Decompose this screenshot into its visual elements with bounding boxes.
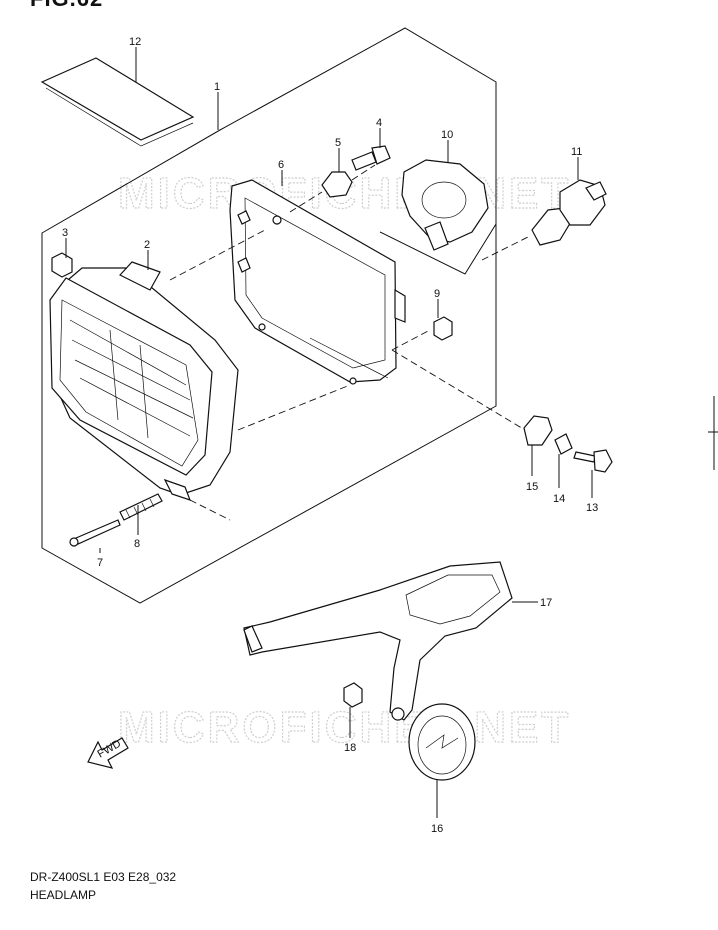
- assembly-outline: [41, 27, 497, 604]
- figure-code: DR-Z400SL1 E03 E28_032: [30, 870, 177, 884]
- callout-13: 13: [586, 502, 598, 514]
- part-17-bracket: [243, 561, 513, 721]
- part-10-socket-cover: [401, 159, 489, 251]
- part-12-edge: [45, 87, 194, 147]
- callout-10: 10: [441, 129, 453, 141]
- part-8-coils: [125, 498, 155, 519]
- callout-2: 2: [144, 239, 150, 251]
- part-8-spring: [119, 493, 163, 521]
- callout-12: 12: [129, 36, 141, 48]
- part-15-grommet: [523, 415, 553, 446]
- part-18-nut: [343, 682, 363, 708]
- callout-14: 14: [553, 493, 565, 505]
- callout-11: 11: [571, 146, 582, 158]
- callout-8: 8: [134, 538, 140, 550]
- callout-9: 9: [434, 288, 440, 300]
- callout-3: 3: [62, 227, 68, 239]
- callout-1: 1: [214, 81, 220, 93]
- callout-6: 6: [278, 159, 284, 171]
- part-13-bolt: [573, 449, 613, 473]
- part-11-bulb: [531, 179, 607, 246]
- part-12-sheet: [40, 57, 195, 141]
- callout-15: 15: [526, 481, 538, 493]
- part-4-screw: [351, 145, 391, 171]
- inset-notch: [379, 223, 497, 275]
- part-3-nut: [51, 252, 73, 278]
- part-6-housing-rim: [229, 179, 406, 385]
- part-16-reflector: [408, 703, 476, 781]
- callout-5: 5: [335, 137, 341, 149]
- part-5-grommet: [321, 171, 353, 198]
- callout-16: 16: [431, 823, 443, 835]
- leader-lines: [65, 47, 593, 818]
- figure-name: HEADLAMP: [30, 888, 97, 902]
- part-9-clip: [433, 316, 453, 341]
- page-edge-mark: [708, 396, 718, 470]
- assembly-guides: [169, 164, 531, 521]
- callout-18: 18: [344, 742, 356, 754]
- callout-7: 7: [97, 557, 103, 569]
- fwd-direction-marker: FWD: [87, 737, 129, 769]
- callout-4: 4: [376, 117, 382, 129]
- figure-title: FIG.62: [30, 0, 103, 12]
- part-14-spacer: [554, 433, 573, 455]
- watermark-bottom: MICROFICHES.NET: [118, 703, 571, 752]
- part-7-long-screw: [69, 519, 121, 547]
- callout-17: 17: [540, 597, 552, 609]
- part-2-headlamp-unit: [49, 261, 239, 501]
